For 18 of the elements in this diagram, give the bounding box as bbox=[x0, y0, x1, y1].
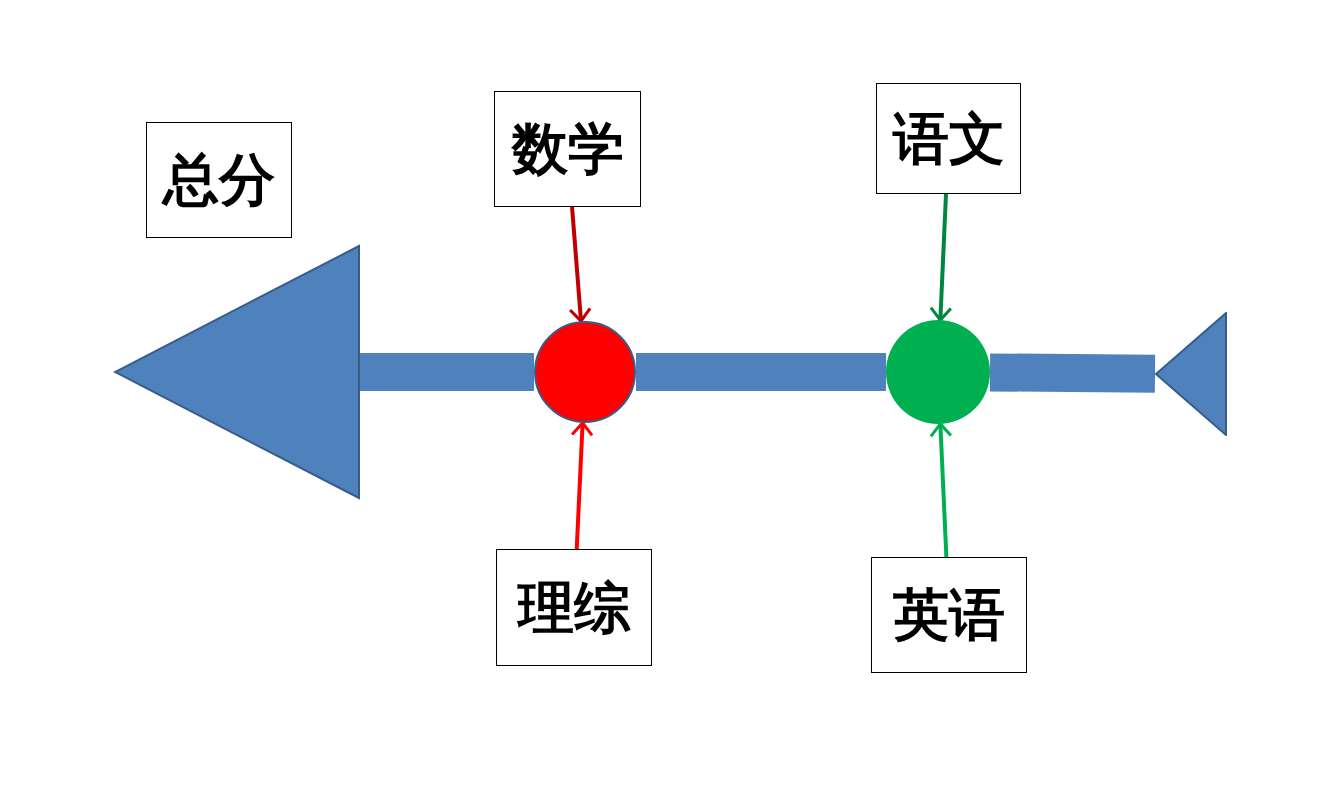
text-box bbox=[494, 91, 641, 207]
arrow bbox=[568, 206, 592, 323]
node-label: 英语 bbox=[893, 584, 1005, 646]
spine-segment bbox=[989, 353, 1156, 393]
node-label: 数学 bbox=[511, 118, 624, 180]
text-box bbox=[496, 549, 652, 666]
text-box bbox=[871, 557, 1027, 673]
spine-arrow bbox=[114, 245, 534, 499]
arrow bbox=[929, 193, 953, 322]
tail-triangle bbox=[1155, 312, 1227, 436]
node-label: 总分 bbox=[163, 149, 275, 211]
node-label: 理综 bbox=[518, 576, 630, 639]
node-label: 语文 bbox=[892, 107, 1005, 170]
text-box bbox=[146, 122, 292, 238]
arrow bbox=[570, 421, 594, 550]
spine-segment bbox=[636, 353, 886, 391]
text-box bbox=[876, 83, 1021, 194]
arrow bbox=[929, 422, 953, 558]
